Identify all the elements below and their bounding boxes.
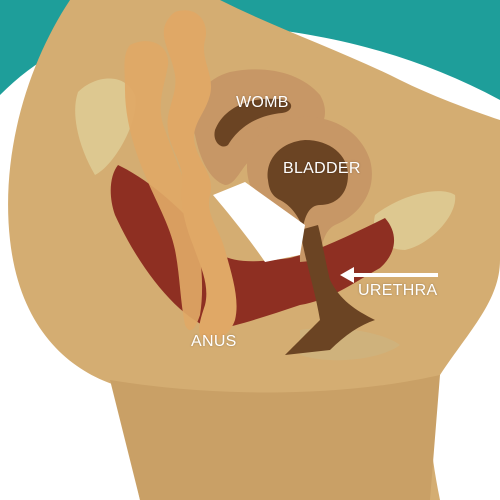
bladder-cavity	[267, 140, 348, 228]
label-urethra: URETHRA	[358, 282, 438, 299]
fat-patch-upper-left	[75, 78, 136, 175]
label-womb: WOMB	[236, 94, 289, 111]
urethra-arrow	[340, 267, 438, 283]
label-anus: ANUS	[191, 333, 237, 350]
label-bladder: BLADDER	[283, 160, 361, 177]
womb-shape	[191, 69, 325, 185]
colon	[163, 10, 237, 342]
white-tissue	[213, 182, 305, 262]
colon-lower-section	[124, 41, 203, 331]
urethra-channel	[285, 225, 375, 355]
leg-shading	[110, 375, 440, 500]
womb-cavity	[214, 98, 292, 147]
fat-patch-right	[374, 191, 456, 250]
